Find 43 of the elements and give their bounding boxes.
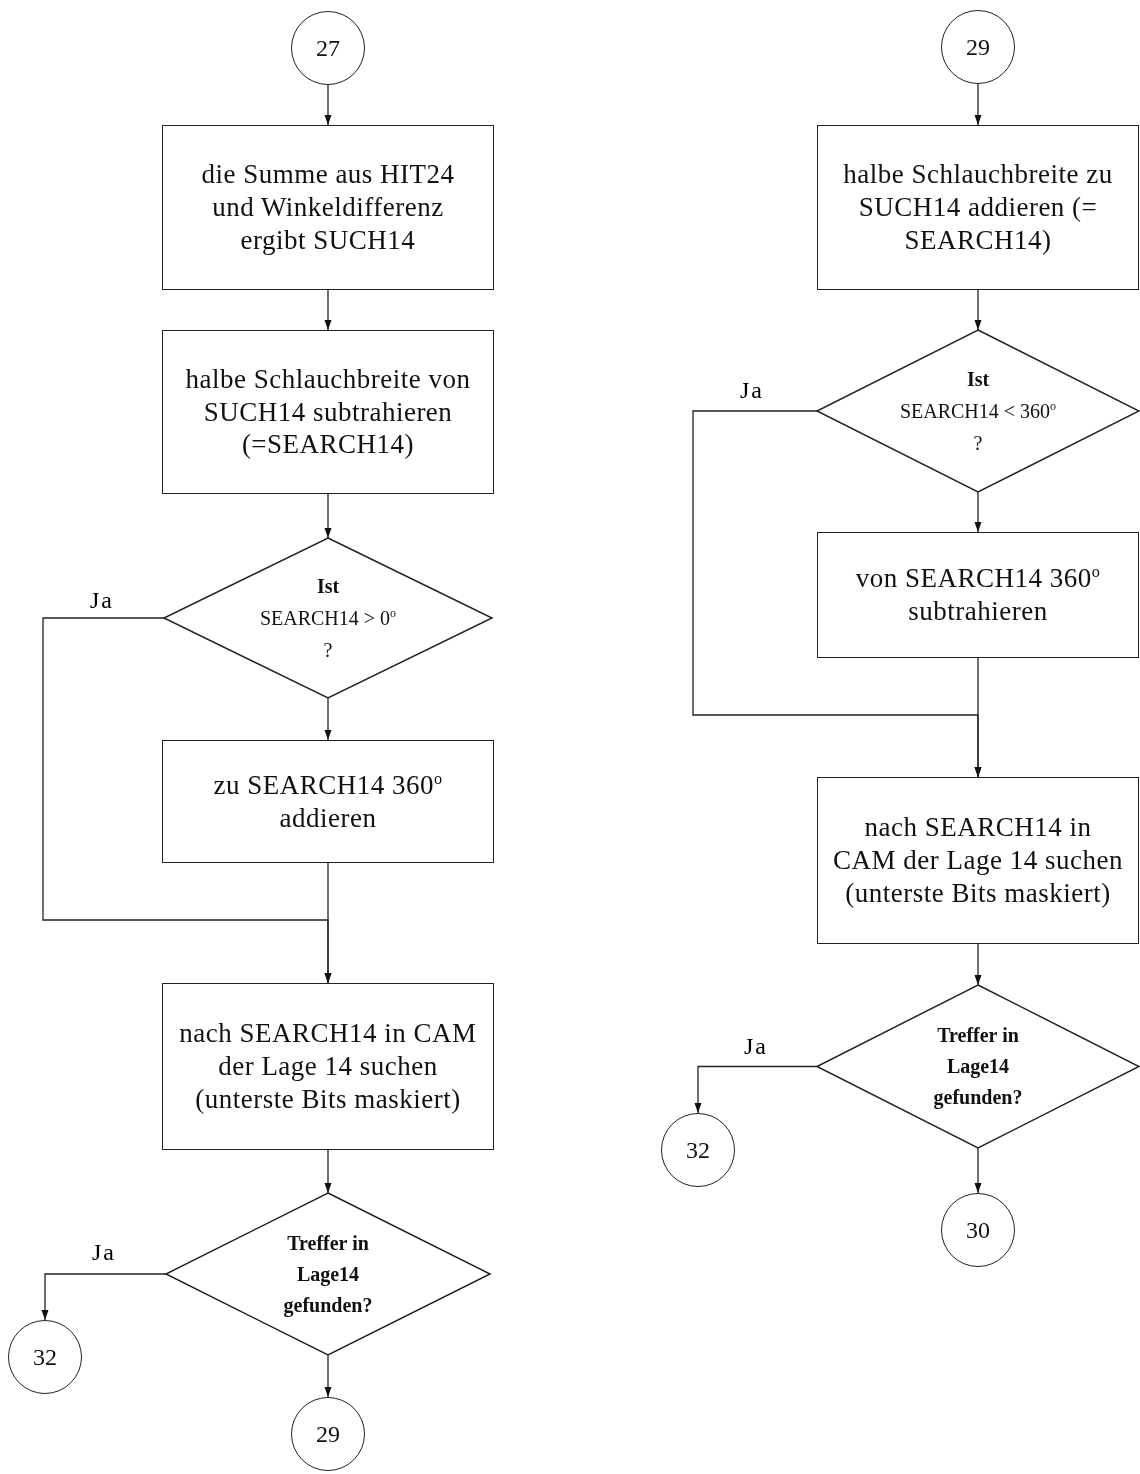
decision-text: SEARCH14 > 0$^{o}$ (259, 605, 397, 631)
arrow (974, 491, 982, 533)
decision-text: Treffer in Lage14 gefunden? (932, 1023, 1024, 1111)
process-text: die Summe aus HIT24 und Winkeldifferenz ergibt SUCH14 (200, 158, 456, 257)
process-text: zu SEARCH14 360$^{o}$ addieren (212, 768, 444, 835)
arrow (324, 1149, 332, 1194)
connector-circle: 29 (941, 10, 1015, 84)
process-box (817, 532, 1139, 658)
arrow (324, 1354, 332, 1398)
arrow (974, 943, 982, 986)
connector-circle: 30 (941, 1193, 1015, 1267)
decision-text: Ist (966, 367, 990, 392)
connector-circle: 32 (8, 1320, 82, 1394)
connector-circle: 32 (661, 1113, 735, 1187)
process-box (162, 983, 494, 1150)
arrow (974, 289, 982, 331)
process-text: von SEARCH14 360$^{o}$ subtrahieren (854, 562, 1102, 628)
arrow (41, 1273, 167, 1321)
decision-text: Treffer in Lage14 gefunden? (282, 1230, 374, 1319)
connector-circle: 29 (291, 1397, 365, 1471)
decision-text: Ist (316, 574, 340, 599)
decision-text: ? (973, 431, 983, 456)
process-text: nach SEARCH14 in CAM der Lage 14 suchen (unterste Bits maskiert) (178, 1017, 478, 1116)
process-box (817, 125, 1139, 290)
arrow (324, 697, 332, 741)
process-box (817, 777, 1139, 944)
arrow (694, 1065, 818, 1114)
decision-text: SEARCH14 < 360$^{o}$ (899, 398, 1057, 424)
process-box (162, 330, 494, 494)
process-text: halbe Schlauchbreite von SUCH14 subtrahieren (=SEARCH14) (184, 362, 472, 462)
arrow (974, 1147, 982, 1194)
arrow (974, 83, 982, 126)
arrow (324, 289, 332, 331)
process-box (162, 125, 494, 290)
arrow (42, 617, 332, 984)
connector-circle: 27 (291, 11, 365, 85)
process-text: halbe Schlauchbreite zu SUCH14 addieren (= SEARCH14) (842, 158, 1114, 257)
process-text: nach SEARCH14 in CAM der Lage 14 suchen (unterste Bits maskiert) (832, 811, 1124, 910)
arrow (324, 493, 332, 539)
arrow (692, 410, 982, 778)
decision-text: ? (323, 638, 333, 663)
process-box (162, 740, 494, 863)
arrow (324, 84, 332, 126)
